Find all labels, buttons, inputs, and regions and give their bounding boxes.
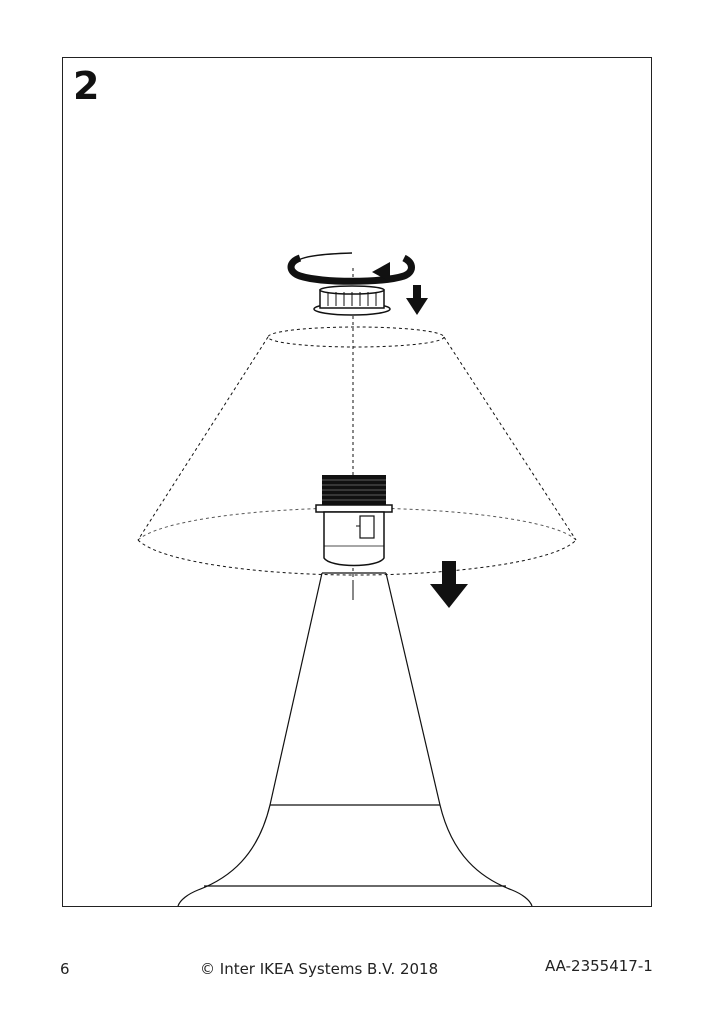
step-number: 2 [73, 64, 100, 108]
down-arrow-icon [406, 285, 428, 315]
lamp-base [177, 572, 533, 907]
socket-ring [313, 285, 391, 316]
rotate-arrow-icon [287, 252, 415, 285]
copyright-notice: © Inter IKEA Systems B.V. 2018 [200, 960, 439, 978]
document-code: AA-2355417-1 [545, 957, 653, 975]
down-arrow-icon [430, 561, 468, 608]
lamp-socket [315, 475, 393, 567]
instruction-frame [62, 57, 652, 907]
page-number: 6 [60, 960, 70, 978]
